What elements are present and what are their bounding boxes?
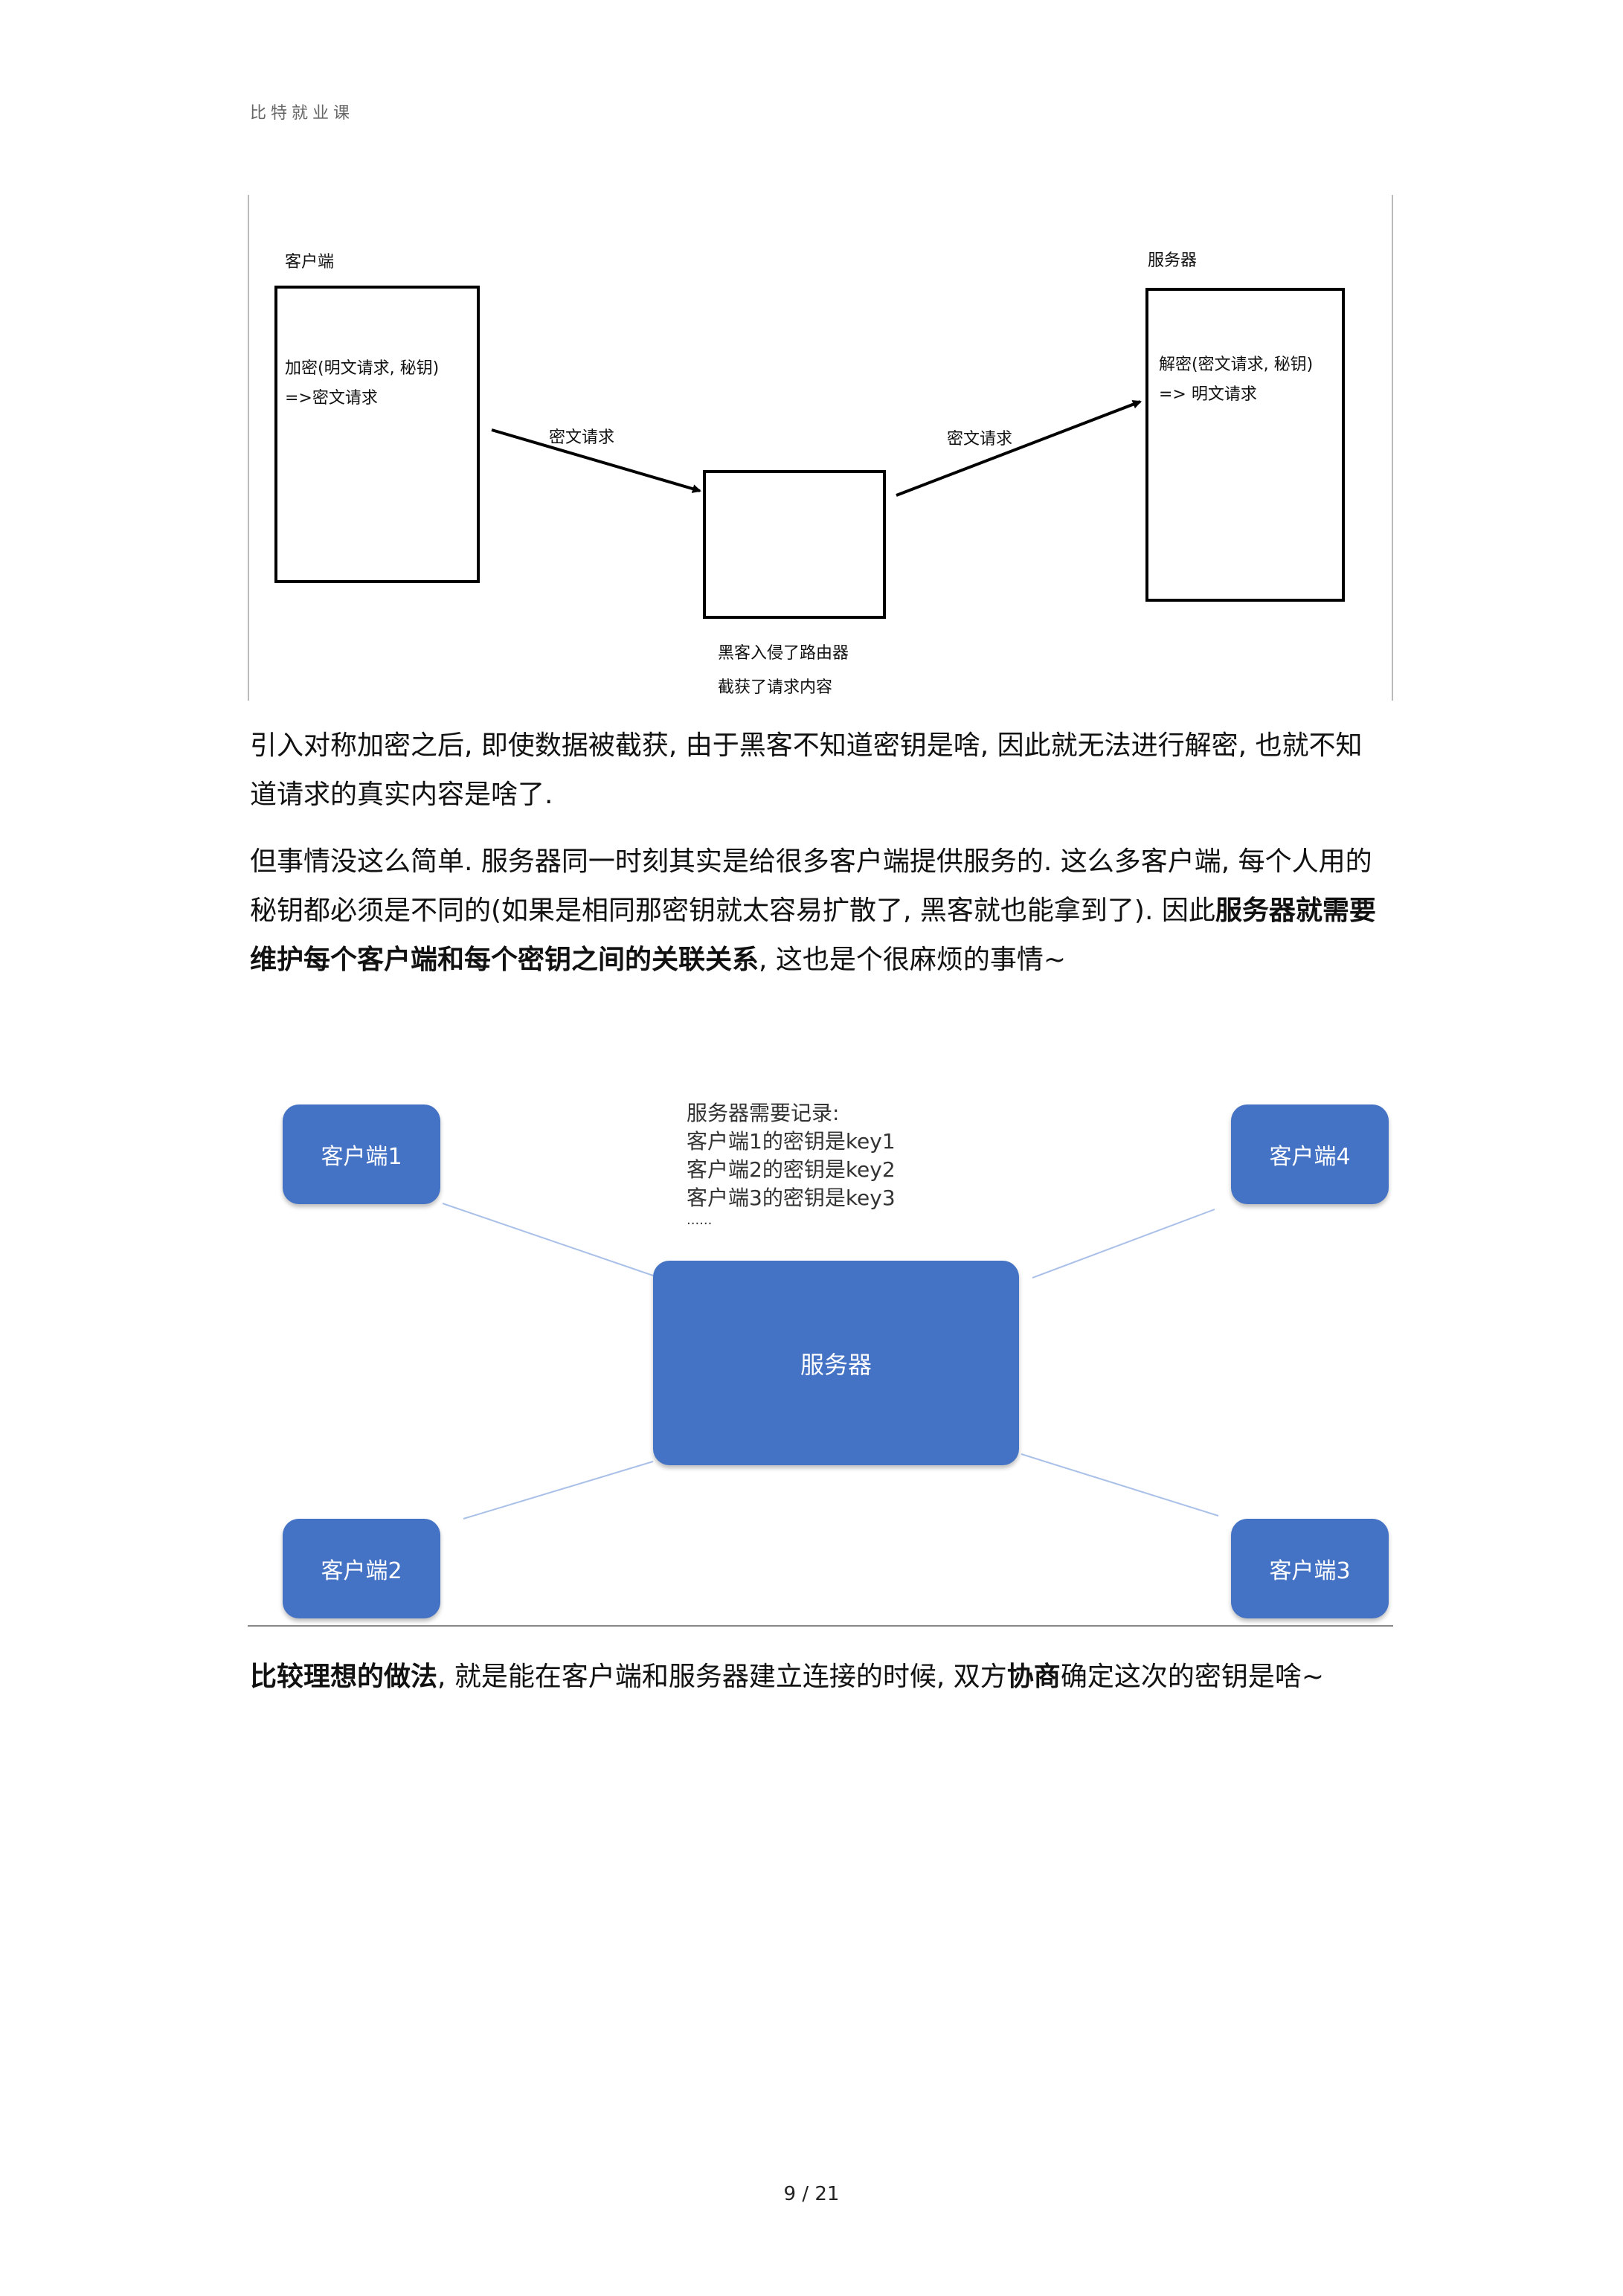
server-decrypt-text: 解密(密文请求, 秘钥) bbox=[1159, 356, 1314, 374]
arrow-right-label: 密文请求 bbox=[947, 430, 1013, 448]
paragraph-3: 比较理想的做法, 就是能在客户端和服务器建立连接的时候, 双方协商确定这次的密钥… bbox=[250, 1662, 1324, 1692]
arrow-left-label: 密文请求 bbox=[549, 428, 615, 447]
client-box bbox=[274, 286, 480, 583]
arrow-client-to-router bbox=[491, 428, 701, 493]
server-box bbox=[1145, 288, 1345, 602]
line-client4 bbox=[1032, 1209, 1215, 1279]
server-result-text: => 明文请求 bbox=[1159, 385, 1257, 404]
arrows bbox=[491, 399, 1142, 497]
encryption-diagram: 客户端 加密(明文请求, 秘钥) =>密文请求 黑客入侵了路由器 截获了请求内容… bbox=[248, 195, 1393, 701]
arrow-router-to-server bbox=[896, 399, 1142, 497]
figure-bottom-rule bbox=[248, 1625, 1393, 1627]
connection-lines bbox=[442, 1203, 1219, 1520]
router-caption-1: 黑客入侵了路由器 bbox=[718, 644, 849, 663]
line-client3 bbox=[1021, 1453, 1219, 1517]
client-result-text: =>密文请求 bbox=[285, 389, 378, 408]
router-box bbox=[703, 470, 886, 619]
page-number: 9 / 21 bbox=[783, 2183, 840, 2205]
client-1-node: 客户端1 bbox=[283, 1104, 440, 1204]
client-2-node: 客户端2 bbox=[283, 1519, 440, 1618]
figure-border-left bbox=[248, 195, 249, 701]
page-header-label: 比特就业课 bbox=[250, 104, 355, 123]
client-3-node: 客户端3 bbox=[1231, 1519, 1389, 1618]
client-encrypt-text: 加密(明文请求, 秘钥) bbox=[285, 359, 440, 378]
client-4-node: 客户端4 bbox=[1231, 1104, 1389, 1204]
server-node: 服务器 bbox=[653, 1261, 1019, 1465]
client-title: 客户端 bbox=[285, 253, 335, 271]
paragraph-2: 但事情没这么简单. 服务器同一时刻其实是给很多客户端提供服务的. 这么多客户端,… bbox=[250, 846, 1376, 975]
server-title: 服务器 bbox=[1148, 251, 1198, 270]
line-client1 bbox=[442, 1203, 654, 1276]
router-caption-2: 截获了请求内容 bbox=[718, 678, 833, 697]
paragraph-1: 引入对称加密之后, 即使数据被截获, 由于黑客不知道密钥是啥, 因此就无法进行解… bbox=[250, 730, 1363, 810]
line-client2 bbox=[463, 1461, 654, 1520]
figure-border-right bbox=[1392, 195, 1393, 701]
